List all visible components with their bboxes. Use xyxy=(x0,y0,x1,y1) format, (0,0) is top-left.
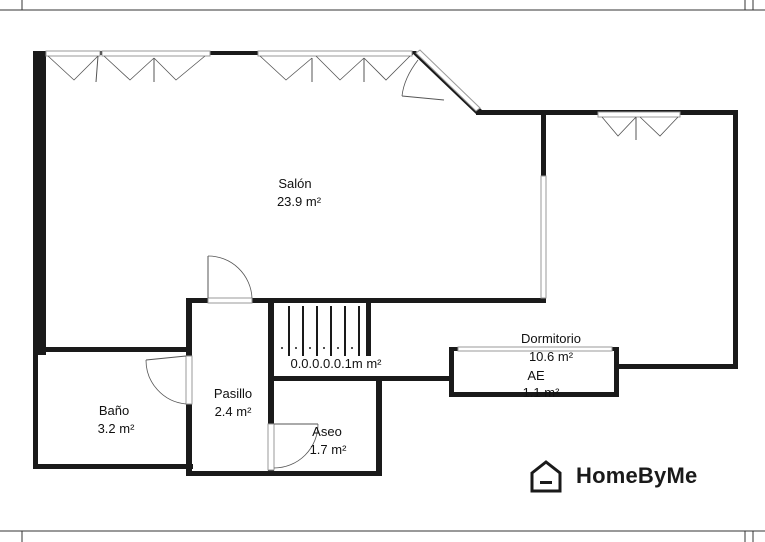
window-swings xyxy=(47,55,679,140)
door-swing xyxy=(273,423,319,469)
wall-ae-east xyxy=(614,347,619,396)
window xyxy=(45,50,101,57)
brand-logo: HomeByMe xyxy=(528,458,697,494)
wall-pasillo-east xyxy=(268,298,274,476)
sliding-door xyxy=(540,175,547,299)
stairs xyxy=(281,306,360,356)
wall-dormitorio-south xyxy=(614,364,738,369)
wall-dormitorio-east xyxy=(733,110,738,369)
room-area-dormitorio: 10.6 m² xyxy=(529,349,574,364)
wall-aseo-east xyxy=(376,376,382,476)
wall-ae-west xyxy=(449,347,454,396)
room-area-pasillo: 2.4 m² xyxy=(215,404,253,419)
room-name-bano: Baño xyxy=(99,403,129,418)
brand-name: HomeByMe xyxy=(576,463,698,488)
closet-door xyxy=(457,346,613,352)
room-area-salon: 23.9 m² xyxy=(277,194,322,209)
room-name-salon: Salón xyxy=(278,176,311,191)
room-name-pasillo: Pasillo xyxy=(214,386,252,401)
door-swing xyxy=(145,359,187,405)
wall-ae-south xyxy=(449,392,619,397)
door-salon-pasillo[interactable] xyxy=(207,297,253,304)
door-aseo[interactable] xyxy=(267,423,275,471)
wall-aseo-north xyxy=(268,376,381,381)
window xyxy=(597,111,681,118)
room-name-aseo: Aseo xyxy=(312,424,342,439)
wall-salon-west xyxy=(33,51,46,355)
wall-south xyxy=(186,471,382,476)
wall-salon-bano xyxy=(33,347,191,352)
room-area-ae: 1.1 m² xyxy=(523,385,561,400)
room-name-ae: AE xyxy=(527,368,545,383)
room-area-aseo: 1.7 m² xyxy=(310,442,348,457)
wall-stairs-east xyxy=(366,298,371,356)
door-leaf xyxy=(145,355,187,361)
wall-salon-north xyxy=(33,51,413,55)
window xyxy=(257,50,413,57)
room-area-bano: 3.2 m² xyxy=(98,421,136,436)
room-name-dormitorio: Dormitorio xyxy=(521,331,581,346)
wall-bano-west xyxy=(33,352,38,469)
door-bano[interactable] xyxy=(185,355,193,405)
wall-stairs-ae xyxy=(375,376,451,381)
room-label-stairs: 0.0.0.0.0.1m m² xyxy=(290,356,382,371)
door-swing xyxy=(207,255,253,299)
wall-bano-south xyxy=(33,464,193,469)
window xyxy=(101,50,211,57)
house-icon xyxy=(530,460,562,493)
window xyxy=(415,49,481,112)
